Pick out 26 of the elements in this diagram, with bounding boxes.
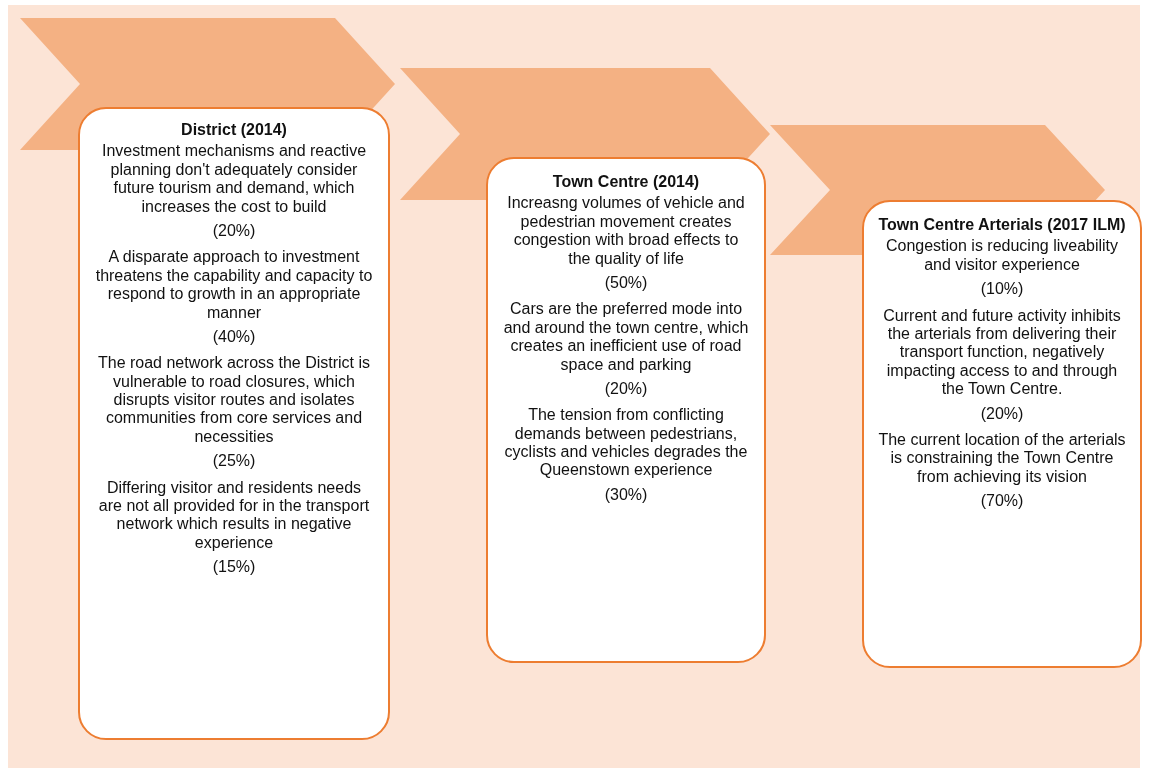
issue-text: Investment mechanisms and reactive planning don't adequately consider future tourism and demand, which increases the cost to build (100, 142, 368, 216)
percentage-text: (50%) (603, 273, 649, 293)
issue-text: Differing visitor and residents needs are not all provided for in the transport network which results in negative experience (97, 478, 371, 553)
card-heading: Town Centre (2014) (551, 173, 701, 192)
issue-text: A disparate approach to investment threatens the capability and capacity to respond to growth in an appropriate manner (94, 248, 374, 322)
card-heading: Town Centre Arterials (2017 ILM) (878, 216, 1126, 235)
percentage-text: (20%) (979, 404, 1025, 423)
percentage-text: (10%) (979, 280, 1025, 299)
issue-text: Congestion is reducing liveability and visitor experience (884, 237, 1120, 275)
percentage-text: (70%) (979, 492, 1025, 511)
text-card (78, 107, 390, 740)
percentage-text: (15%) (211, 558, 257, 577)
percentage-text: (20%) (211, 221, 257, 241)
percentage-text: (20%) (603, 379, 649, 399)
text-card (862, 200, 1142, 668)
issue-text: The tension from conflicting demands between pedestrians, cyclists and vehicles degrades the Queenstown experience (503, 406, 749, 480)
issue-text: Increasng volumes of vehicle and pedestrian movement creates congestion with broad effects to the quality of life (506, 194, 746, 268)
issue-text: Current and future activity inhibits the arterials from delivering their transport function, negatively impacting access to and through the Town Centre. (882, 306, 1122, 399)
card-heading: District (2014) (180, 121, 288, 140)
percentage-text: (30%) (603, 485, 649, 505)
percentage-text: (25%) (211, 452, 257, 471)
text-card (486, 157, 766, 663)
percentage-text: (40%) (211, 327, 257, 347)
issue-text: The current location of the arterials is constraining the Town Centre from achieving its vision (878, 430, 1126, 487)
issue-text: Cars are the preferred mode into and around the town centre, which creates an inefficient use of road space and parking (502, 300, 750, 374)
issue-text: The road network across the District is vulnerable to road closures, which disrupts visitor routes and isolates communities from core services and necessities (96, 354, 372, 447)
